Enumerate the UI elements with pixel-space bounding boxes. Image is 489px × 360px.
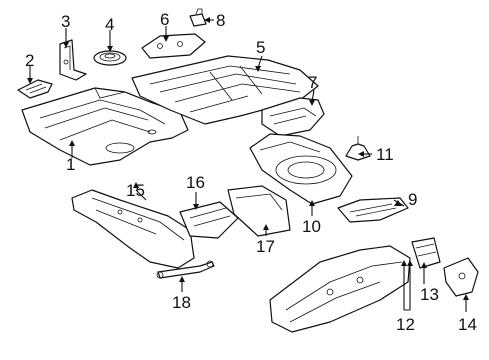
part-12-rear-frame	[269, 245, 411, 333]
part-3-support-bracket	[59, 39, 87, 81]
part-10-spare-tire-well	[249, 133, 353, 205]
part-16-bracket-plate	[179, 201, 239, 239]
part-15-side-member	[71, 189, 195, 269]
part-8-clip	[189, 8, 207, 27]
callout-2: 2	[25, 51, 34, 70]
part-7-rear-panel	[261, 97, 325, 137]
callout-9: 9	[408, 190, 417, 209]
part-17-reinforcement	[227, 185, 291, 237]
callout-15: 15	[126, 181, 145, 200]
part-14-gusset	[443, 257, 479, 297]
callout-5: 5	[256, 38, 265, 57]
part-6-plate	[141, 33, 206, 59]
callout-1: 1	[66, 155, 75, 174]
callout-16: 16	[186, 173, 205, 192]
part-11-push-clip	[345, 136, 371, 161]
part-9-cross-member	[337, 197, 409, 223]
part-4-grommet	[93, 50, 127, 66]
arrowheads	[27, 17, 469, 300]
callout-13: 13	[420, 285, 439, 304]
callout-4: 4	[105, 15, 114, 34]
callout-8: 8	[216, 11, 225, 30]
callout-labels: 1 2 3 4 5 6 7 8 9 10 11 12 13 14 15 16 1…	[25, 10, 477, 334]
callout-7: 7	[308, 73, 317, 92]
callout-11: 11	[376, 145, 394, 164]
part-13-bracket	[411, 237, 441, 269]
part-2-bracket	[17, 79, 53, 99]
part-18-rod	[156, 260, 215, 279]
callout-18: 18	[172, 293, 191, 312]
callout-12: 12	[396, 315, 415, 334]
part-1-front-floor-pan	[21, 87, 189, 166]
callout-3: 3	[61, 12, 70, 31]
callout-14: 14	[458, 315, 477, 334]
callout-17: 17	[256, 237, 275, 256]
callout-10: 10	[302, 217, 321, 236]
callout-6: 6	[160, 10, 169, 29]
